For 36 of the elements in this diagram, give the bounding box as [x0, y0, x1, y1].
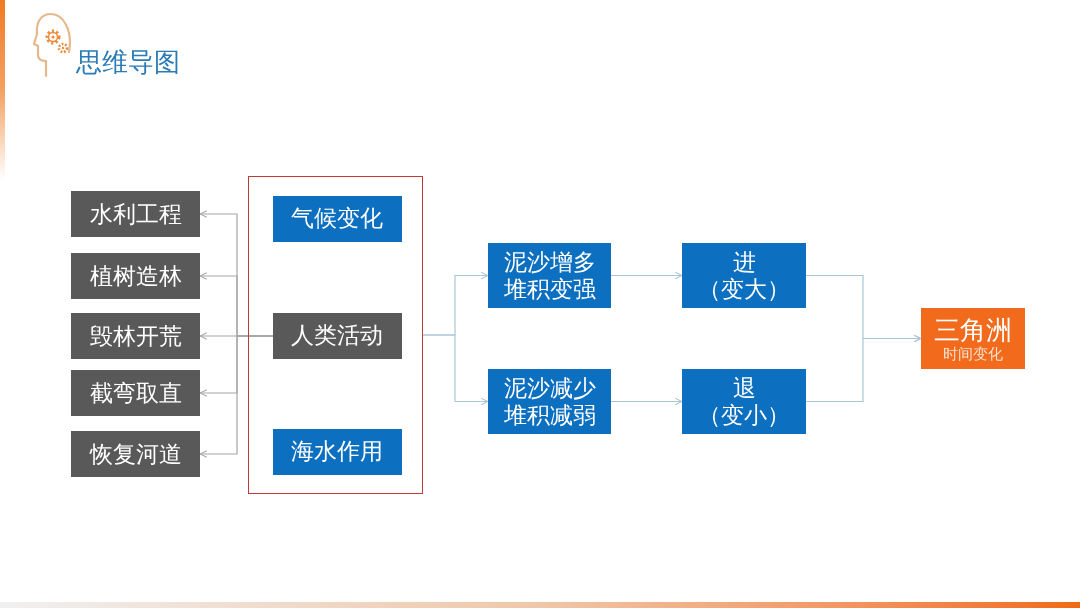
- box-label: 三角洲: [934, 314, 1012, 345]
- factor-box: [272, 195, 402, 242]
- result-box: [682, 369, 806, 434]
- box-label: 毁林开荒: [89, 324, 182, 348]
- outcome-box: [921, 308, 1025, 369]
- arrow: [610, 271, 683, 280]
- measure-box: [71, 253, 200, 299]
- box-label: 进: [732, 248, 756, 276]
- group-frame: [248, 176, 423, 494]
- arrow: [610, 397, 683, 406]
- process-box: [488, 243, 611, 308]
- box-label: 截弯取直: [89, 381, 182, 405]
- box-label: 泥沙减少堆积减弱: [502, 374, 597, 429]
- box-sublabel: （变大）: [698, 275, 790, 303]
- measure-box: [71, 431, 200, 477]
- factor-box: [272, 428, 402, 475]
- box-label: 恢复河道: [89, 442, 182, 466]
- box-label: 植树造林: [89, 264, 182, 288]
- box-label: 退: [732, 374, 756, 402]
- box-label: 气候变化: [291, 207, 383, 230]
- box-sublabel: （变小）: [698, 401, 790, 429]
- box-label: 人类活动: [291, 324, 383, 347]
- box-label: 海水作用: [291, 440, 383, 463]
- box-label: 泥沙增多堆积变强: [502, 248, 597, 303]
- arrow: [422, 334, 489, 406]
- process-box: [488, 369, 611, 434]
- result-box: [682, 243, 806, 308]
- measure-box: [71, 313, 200, 359]
- factor-box: [272, 312, 402, 359]
- arrow: [199, 335, 274, 458]
- arrow: [805, 334, 922, 403]
- box-sublabel: 时间变化: [943, 344, 1003, 363]
- measure-box: [71, 191, 200, 237]
- measure-box: [71, 370, 200, 416]
- box-label: 水利工程: [89, 202, 182, 226]
- page-title: 思维导图: [76, 46, 180, 78]
